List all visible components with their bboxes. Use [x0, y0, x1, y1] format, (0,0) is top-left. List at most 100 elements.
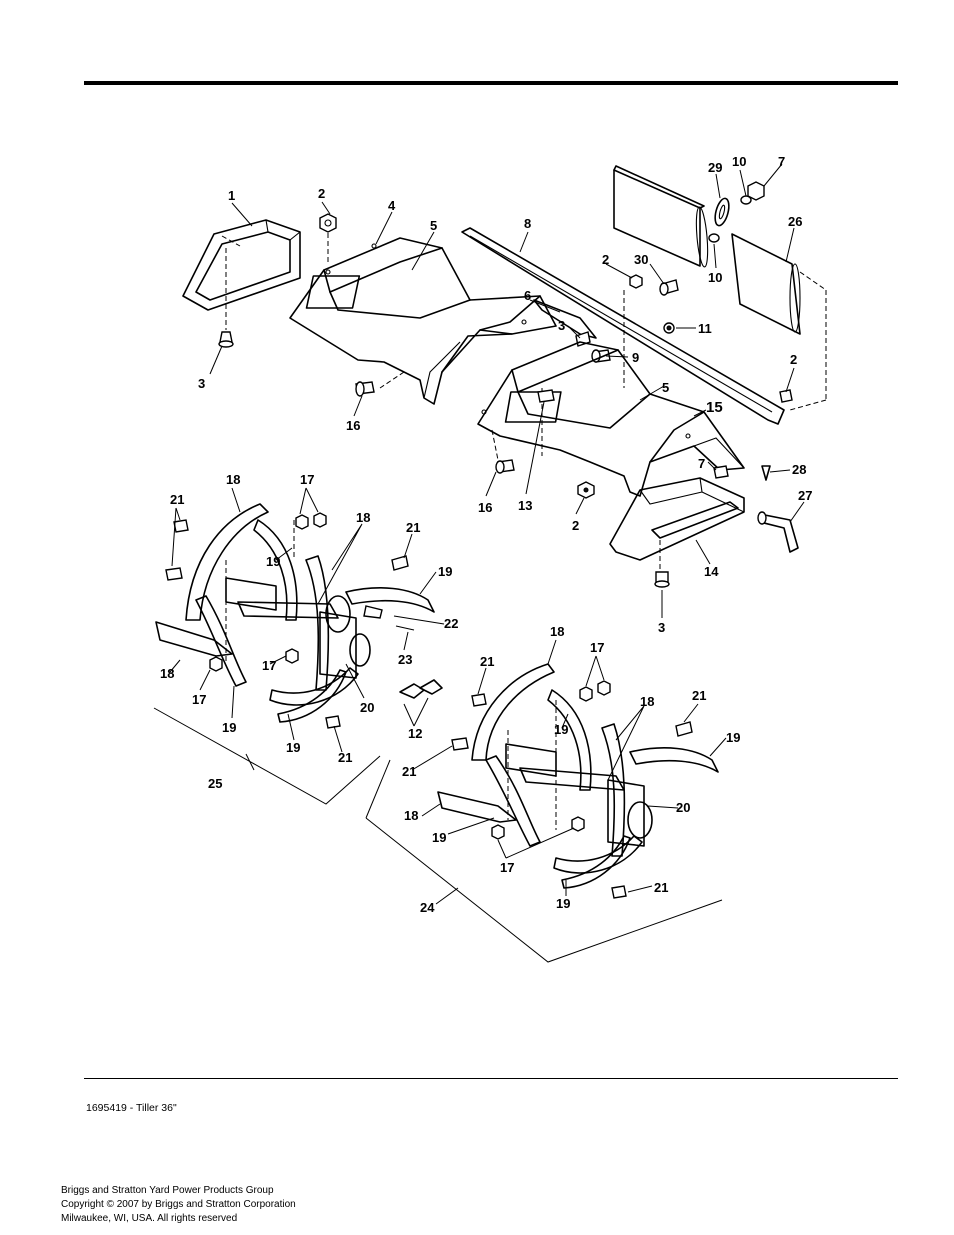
callout: 17 — [500, 860, 514, 875]
pin-part-27 — [757, 511, 799, 553]
callout: 4 — [388, 198, 396, 213]
callout: 11 — [698, 321, 712, 336]
callout: 25 — [208, 776, 222, 791]
tine-hardware-left — [165, 512, 415, 729]
callout: 18 — [640, 694, 654, 709]
hardware-nut-7a — [747, 181, 765, 201]
callout: 18 — [356, 510, 370, 525]
document-id: 1695419 - Tiller 36" — [86, 1102, 177, 1114]
clip-part-28 — [761, 465, 771, 481]
callout: 18 — [226, 472, 240, 487]
side-shield-part-1 — [182, 219, 301, 330]
location-line: Milwaukee, WI, USA. All rights reserved — [61, 1213, 238, 1224]
callout: 16 — [346, 418, 360, 433]
company-name: Briggs and Stratton Yard Power Products … — [61, 1185, 274, 1196]
callout: 19 — [726, 730, 740, 745]
callout: 26 — [788, 214, 802, 229]
assembly-bracket-24 — [365, 759, 723, 963]
callout: 29 — [708, 160, 722, 175]
callout: 17 — [262, 658, 276, 673]
hardware-nut-2b — [629, 274, 643, 289]
callout: 1 — [228, 188, 235, 203]
flap-upper — [613, 165, 709, 268]
rear-bar-part-8 — [461, 227, 785, 425]
callout: 16 — [478, 500, 492, 515]
hardware-bolt-3c — [654, 571, 670, 588]
flap-part-26 — [731, 233, 827, 411]
callout: 17 — [192, 692, 206, 707]
callout: 18 — [550, 624, 564, 639]
callout: 7 — [698, 456, 705, 471]
callout: 18 — [160, 666, 174, 681]
callout: 5 — [430, 218, 437, 233]
callout: 10 — [732, 154, 746, 169]
hardware-bolt-13 — [537, 389, 555, 403]
hardware-bolt-3 — [218, 331, 234, 348]
callout: 27 — [798, 488, 812, 503]
callout: 19 — [438, 564, 452, 579]
leader-lines — [169, 163, 805, 896]
callout: 3 — [198, 376, 205, 391]
callout: 19 — [556, 896, 570, 911]
callout: 24 — [420, 900, 435, 915]
callout: 21 — [338, 750, 352, 765]
callout: 21 — [402, 764, 416, 779]
hardware-nut-2d — [577, 481, 595, 499]
callout: 5 — [662, 380, 669, 395]
callout: 28 — [792, 462, 806, 477]
callout: 21 — [406, 520, 420, 535]
callout: 7 — [778, 154, 785, 169]
callout: 21 — [480, 654, 494, 669]
callout-numbers: 1 2 3 4 5 8 2 30 29 10 7 10 26 6 3 9 11 … — [160, 154, 812, 915]
callout: 21 — [654, 880, 668, 895]
callout: 9 — [632, 350, 639, 365]
callout: 23 — [398, 652, 412, 667]
callout: 22 — [444, 616, 458, 631]
callout: 19 — [432, 830, 446, 845]
callout: 2 — [602, 252, 609, 267]
left-hood-part-4 — [289, 237, 557, 405]
callout: 14 — [704, 564, 719, 579]
hardware-bolt-16a — [355, 381, 375, 397]
chain-link-part-29 — [714, 197, 730, 227]
callout: 18 — [404, 808, 418, 823]
callout: 2 — [572, 518, 579, 533]
hardware-washer-10b — [708, 233, 720, 243]
callout: 17 — [300, 472, 314, 487]
callout: 3 — [658, 620, 665, 635]
callout: 10 — [708, 270, 722, 285]
callout: 15 — [706, 399, 723, 416]
callout: 12 — [408, 726, 422, 741]
callout: 19 — [266, 554, 280, 569]
right-hood-part-15 — [477, 341, 745, 497]
copyright-block: Briggs and Stratton Yard Power Products … — [61, 1184, 296, 1226]
header-rule — [84, 81, 898, 85]
callout: 2 — [790, 352, 797, 367]
callout: 3 — [558, 318, 565, 333]
callout: 19 — [222, 720, 236, 735]
shear-pins-part-12 — [399, 679, 443, 699]
assembly-bracket-25 — [153, 707, 381, 805]
callout: 8 — [524, 216, 531, 231]
tine-assembly-24 — [437, 663, 719, 889]
callout: 20 — [360, 700, 374, 715]
callout: 21 — [692, 688, 706, 703]
callout: 17 — [590, 640, 604, 655]
callout: 21 — [170, 492, 184, 507]
hardware-bolt-16b — [495, 459, 515, 474]
callout: 20 — [676, 800, 690, 815]
hardware-nut-11 — [663, 322, 675, 334]
callout: 2 — [318, 186, 325, 201]
copyright-line: Copyright © 2007 by Briggs and Stratton … — [61, 1199, 296, 1210]
footer-rule — [84, 1078, 898, 1079]
tine-hardware-right — [451, 680, 693, 899]
hardware-bolt-7b — [713, 465, 729, 479]
callout: 13 — [518, 498, 532, 513]
side-plate-part-14 — [609, 477, 745, 572]
callout: 19 — [286, 740, 300, 755]
hardware-bolt-30 — [659, 279, 679, 296]
callout: 19 — [554, 722, 568, 737]
tine-assembly-25 — [155, 503, 435, 723]
hardware-nut-2 — [319, 213, 337, 262]
